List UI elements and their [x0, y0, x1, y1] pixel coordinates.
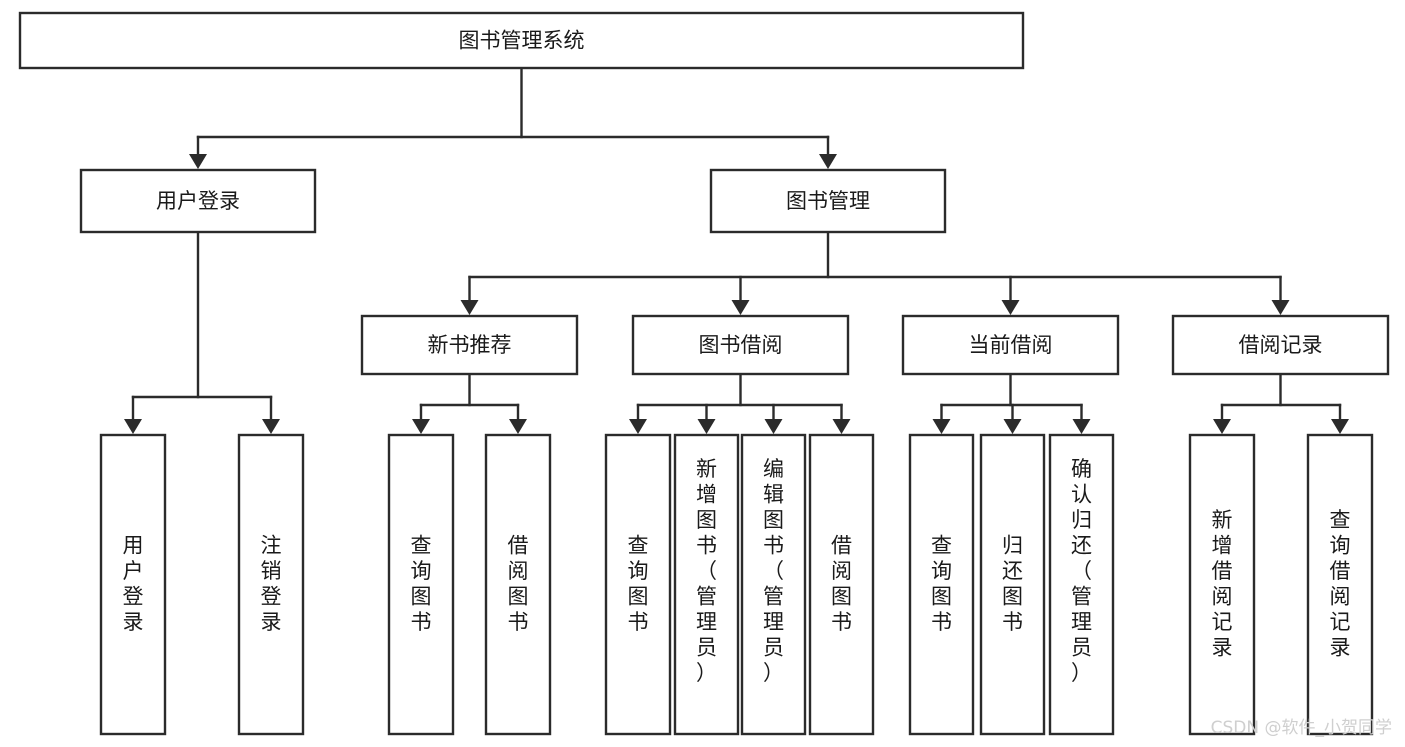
node-box-leaf-logout-login [237, 433, 305, 736]
node-box-leaf-query-book-current [908, 433, 975, 736]
node-box-borrow-record [1171, 314, 1390, 376]
node-label-book-management: 图书管理 [786, 189, 870, 213]
node-label-leaf-add-book-admin: 新增图书（管理员） [696, 457, 717, 685]
node-box-leaf-user-login [99, 433, 167, 736]
node-box-leaf-query-book-recommend [387, 433, 455, 736]
arrow-head-icon [764, 419, 783, 434]
node-borrow-record[interactable]: 借阅记录 [1171, 314, 1390, 376]
node-leaf-query-book-borrow[interactable]: 查询图书 [604, 433, 672, 736]
node-label-leaf-query-book-borrow: 查询图书 [628, 533, 649, 634]
node-leaf-query-book-current[interactable]: 查询图书 [908, 433, 975, 736]
node-box-root [18, 11, 1025, 70]
node-box-leaf-borrow-book [808, 433, 875, 736]
node-leaf-add-borrow-record[interactable]: 新增借阅记录 [1188, 433, 1256, 736]
node-new-book-recommend[interactable]: 新书推荐 [360, 314, 579, 376]
node-box-leaf-add-borrow-record [1188, 433, 1256, 736]
edge-group-book-management [460, 230, 1290, 315]
node-box-leaf-query-book-borrow [604, 433, 672, 736]
edge-group-user-login [124, 230, 280, 434]
edge-group-root [189, 66, 837, 169]
node-label-leaf-query-book-recommend: 查询图书 [411, 533, 432, 634]
node-leaf-edit-book-admin[interactable]: 编辑图书（管理员） [740, 433, 807, 736]
arrow-head-icon [932, 419, 951, 434]
node-label-leaf-logout-login: 注销登录 [261, 533, 282, 634]
node-box-leaf-query-borrow-record [1306, 433, 1374, 736]
arrow-head-icon [262, 419, 280, 434]
node-label-root: 图书管理系统 [459, 29, 585, 53]
arrow-head-icon [1213, 419, 1231, 434]
node-root[interactable]: 图书管理系统 [18, 11, 1025, 70]
arrow-head-icon [697, 419, 716, 434]
arrow-head-icon [1331, 419, 1349, 434]
edge-group-book-borrow [629, 372, 851, 434]
node-user-login[interactable]: 用户登录 [79, 168, 317, 234]
node-label-borrow-record: 借阅记录 [1239, 333, 1323, 357]
node-label-user-login: 用户登录 [156, 189, 240, 213]
node-box-leaf-edit-book-admin [740, 433, 807, 736]
arrow-head-icon [189, 154, 207, 169]
node-book-management[interactable]: 图书管理 [709, 168, 947, 234]
node-leaf-add-book-admin[interactable]: 新增图书（管理员） [673, 433, 740, 736]
node-leaf-borrow-book[interactable]: 借阅图书 [808, 433, 875, 736]
node-leaf-return-book[interactable]: 归还图书 [979, 433, 1046, 736]
node-book-borrow[interactable]: 图书借阅 [631, 314, 850, 376]
connector-layer [124, 66, 1349, 434]
node-label-leaf-borrow-book-recommend: 借阅图书 [508, 533, 529, 634]
arrow-head-icon [124, 419, 142, 434]
arrow-head-icon [731, 300, 750, 315]
edge-group-new-book-recommend [412, 372, 527, 434]
node-box-current-borrow [901, 314, 1120, 376]
node-label-current-borrow: 当前借阅 [969, 333, 1053, 357]
node-leaf-query-borrow-record[interactable]: 查询借阅记录 [1306, 433, 1374, 736]
arrow-head-icon [412, 419, 430, 434]
node-leaf-borrow-book-recommend[interactable]: 借阅图书 [484, 433, 552, 736]
node-layer: 图书管理系统用户登录图书管理新书推荐图书借阅当前借阅借阅记录用户登录注销登录查询… [18, 11, 1390, 736]
node-label-leaf-borrow-book: 借阅图书 [831, 533, 852, 634]
node-box-user-login [79, 168, 317, 234]
edge-group-borrow-record [1213, 372, 1349, 434]
arrow-head-icon [460, 300, 479, 315]
node-leaf-logout-login[interactable]: 注销登录 [237, 433, 305, 736]
node-label-leaf-query-book-current: 查询图书 [931, 533, 952, 634]
node-label-book-borrow: 图书借阅 [699, 333, 783, 357]
arrow-head-icon [1072, 419, 1091, 434]
node-label-new-book-recommend: 新书推荐 [428, 333, 512, 357]
node-label-leaf-confirm-return-admin: 确认归还（管理员） [1071, 457, 1092, 685]
arrow-head-icon [832, 419, 851, 434]
node-label-leaf-user-login: 用户登录 [123, 533, 144, 634]
node-box-book-management [709, 168, 947, 234]
node-box-leaf-add-book-admin [673, 433, 740, 736]
node-label-leaf-edit-book-admin: 编辑图书（管理员） [763, 457, 784, 685]
node-box-leaf-borrow-book-recommend [484, 433, 552, 736]
arrow-head-icon [819, 154, 837, 169]
edge-group-current-borrow [932, 372, 1091, 434]
node-box-leaf-return-book [979, 433, 1046, 736]
arrow-head-icon [1003, 419, 1022, 434]
node-label-leaf-query-borrow-record: 查询借阅记录 [1330, 508, 1351, 660]
arrow-head-icon [509, 419, 527, 434]
arrow-head-icon [1001, 300, 1020, 315]
csdn-watermark: CSDN @软件_小贺同学 [1211, 718, 1392, 738]
node-leaf-query-book-recommend[interactable]: 查询图书 [387, 433, 455, 736]
node-label-leaf-return-book: 归还图书 [1002, 533, 1023, 634]
node-current-borrow[interactable]: 当前借阅 [901, 314, 1120, 376]
node-leaf-user-login[interactable]: 用户登录 [99, 433, 167, 736]
arrow-head-icon [629, 419, 647, 434]
arrow-head-icon [1271, 300, 1290, 315]
node-box-new-book-recommend [360, 314, 579, 376]
node-box-book-borrow [631, 314, 850, 376]
node-leaf-confirm-return-admin[interactable]: 确认归还（管理员） [1048, 433, 1115, 736]
node-box-leaf-confirm-return-admin [1048, 433, 1115, 736]
node-label-leaf-add-borrow-record: 新增借阅记录 [1212, 508, 1233, 660]
